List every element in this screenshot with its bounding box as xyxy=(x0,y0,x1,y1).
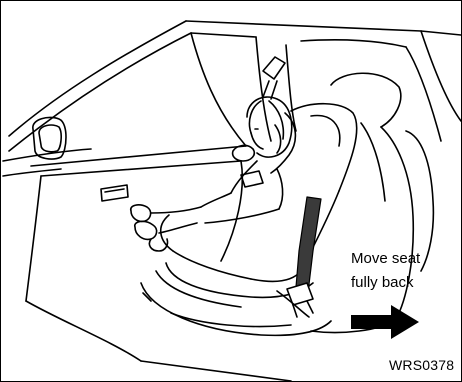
child-figure xyxy=(131,97,296,251)
figure-reference-code: WRS0378 xyxy=(389,357,454,373)
door-handle-shape xyxy=(101,185,128,201)
child-seat-shape xyxy=(141,104,357,336)
seat-belt-shape xyxy=(277,197,321,317)
caption-line-1: Move seat xyxy=(351,247,420,271)
belt-anchor-shape xyxy=(263,57,285,99)
right-arrow-icon xyxy=(351,305,419,339)
instruction-caption: Move seat fully back xyxy=(351,247,420,295)
caption-line-2: fully back xyxy=(351,271,420,295)
